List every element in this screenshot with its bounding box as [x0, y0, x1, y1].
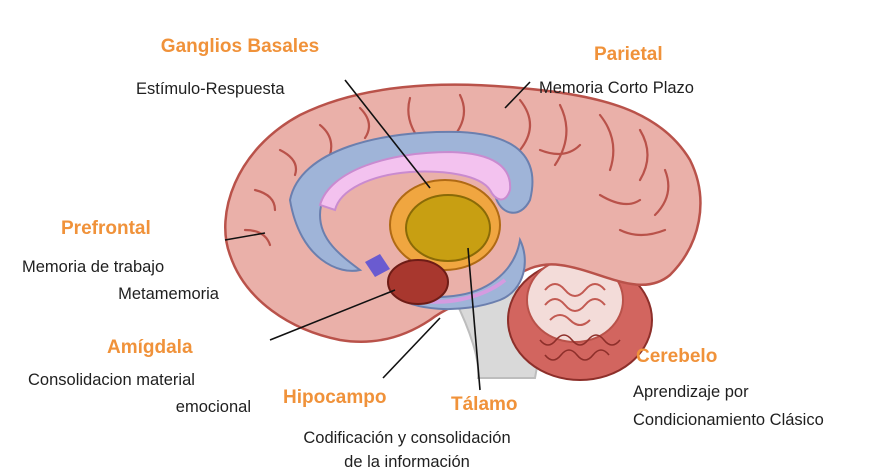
parietal-title: Parietal: [594, 44, 663, 66]
prefrontal-title: Prefrontal: [61, 218, 151, 240]
cerebelo-desc-2: Condicionamiento Clásico: [633, 411, 824, 430]
prefrontal-desc-1: Memoria de trabajo: [22, 258, 164, 277]
parietal-desc: Memoria Corto Plazo: [539, 79, 694, 98]
talamo-title: Tálamo: [451, 394, 518, 416]
thalamus: [406, 195, 490, 261]
ganglios-label: Ganglios Basales: [120, 36, 360, 58]
cerebelo-desc-1: Aprendizaje por: [633, 383, 749, 402]
cerebelo-title: Cerebelo: [636, 346, 717, 368]
hipocampo-title: Hipocampo: [283, 387, 386, 409]
prefrontal-desc-2: Metamemoria: [22, 285, 219, 304]
hipocampo-talamo-desc-1: Codificación y consolidación: [262, 429, 552, 448]
hipocampo-talamo-desc-2: de la información: [262, 453, 552, 472]
amigdala-desc-1: Consolidacion material: [28, 371, 195, 390]
amigdala-title: Amígdala: [107, 337, 193, 359]
ganglios-desc: Estímulo-Respuesta: [136, 80, 285, 99]
amigdala-desc-2: emocional: [28, 398, 251, 417]
ganglios-title: Ganglios Basales: [120, 36, 360, 58]
amygdala-shape: [388, 260, 448, 304]
